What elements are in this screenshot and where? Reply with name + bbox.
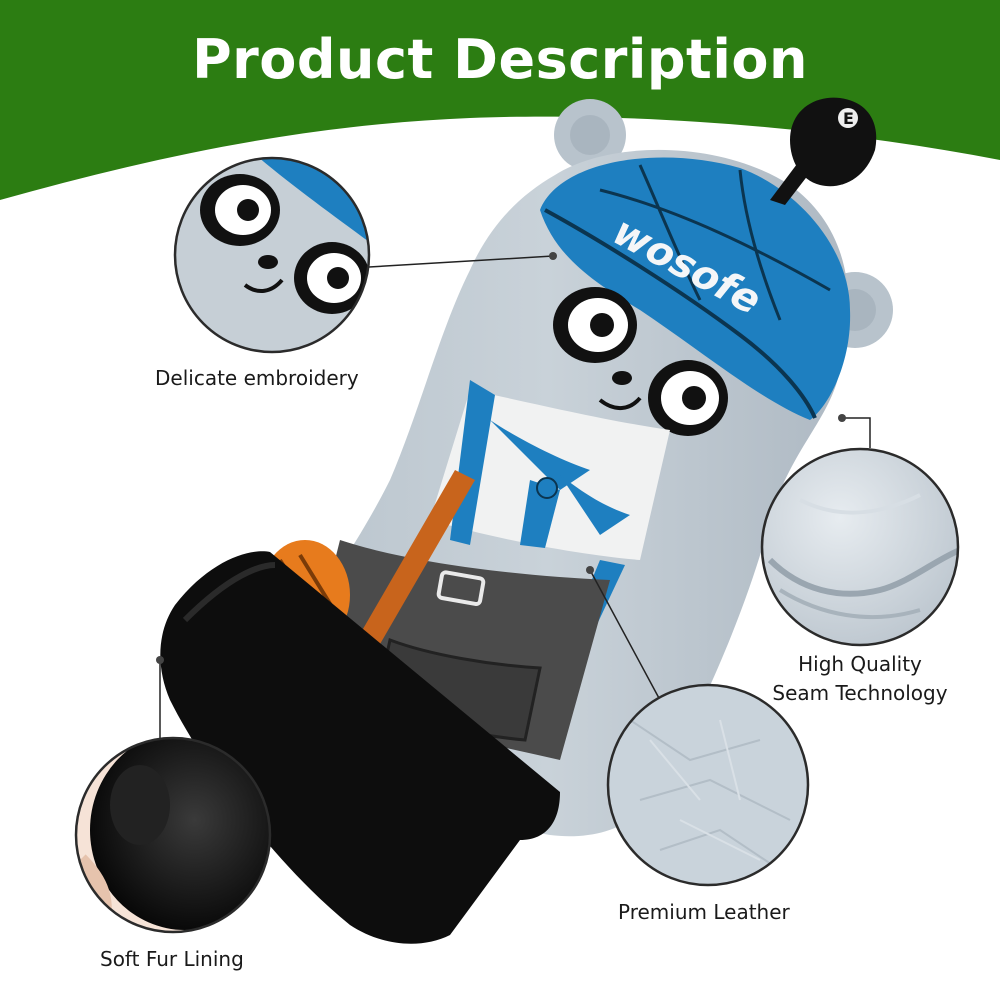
detail-embroidery xyxy=(175,158,369,352)
fur-cuff xyxy=(160,551,560,944)
leader-lines xyxy=(156,252,871,745)
detail-seam xyxy=(762,449,958,645)
feature-label-fur: Soft Fur Lining xyxy=(100,947,244,971)
feature-label-leather: Premium Leather xyxy=(618,900,790,924)
headcover-illustration: wosofe xyxy=(160,97,893,944)
svg-text:E: E xyxy=(843,109,854,128)
feature-label-seam-line1: High Quality xyxy=(798,652,922,676)
page-title: Product Description xyxy=(192,28,808,91)
feature-label-seam-line2: Seam Technology xyxy=(772,681,948,705)
detail-leather xyxy=(608,685,808,885)
header-banner xyxy=(0,0,1000,200)
baseball-bat xyxy=(345,470,475,670)
panda-face xyxy=(553,287,728,436)
feature-label-embroidery: Delicate embroidery xyxy=(155,366,359,390)
number-tag-dial: E xyxy=(770,97,877,205)
detail-fur xyxy=(76,738,270,932)
